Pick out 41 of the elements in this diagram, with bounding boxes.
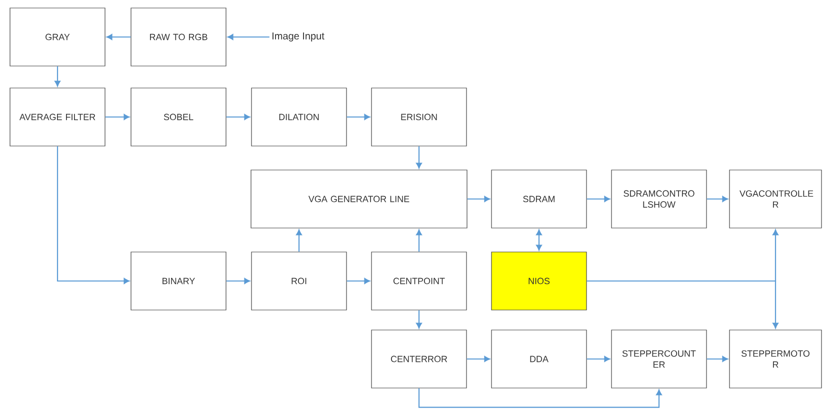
process-box: SDRAMCONTRO LSHOW [611,170,707,228]
process-box: RAW TO RGB [130,8,226,66]
process-box: VGACONTROLLE R [729,170,822,228]
arrow [418,388,662,408]
arrow [106,34,131,40]
arrow [706,196,728,202]
arrow [586,196,610,202]
process-box: DDA [491,330,587,388]
arrow [536,229,542,250]
process-box: ROI [251,252,347,310]
arrow [586,356,610,362]
process-box: GRAY [10,8,106,66]
input-label: Image Input [272,32,324,42]
arrow [346,114,370,120]
process-box: STEPPERMOTO R [729,330,822,388]
arrow [105,114,130,120]
arrow [296,229,302,252]
process-box: DILATION [251,88,347,146]
process-box: AVERAGE FILTER [10,88,106,146]
process-box: VGA GENERATOR LINE [250,170,468,228]
process-box: SDRAM [491,170,587,228]
process-box: BINARY [130,252,226,310]
process-box: CENTPOINT [371,252,467,310]
arrow [54,66,60,86]
process-box: SOBEL [130,88,226,146]
arrow [586,280,778,328]
process-box: NIOS [491,252,587,310]
arrow [416,310,422,328]
arrow [56,146,130,284]
arrow [706,356,728,362]
arrow [416,229,422,252]
arrow [228,34,270,40]
process-box: CENTERROR [371,330,467,388]
process-box: STEPPERCOUNT ER [611,330,707,388]
arrow [346,278,370,284]
arrow [226,114,250,120]
arrow [466,356,490,362]
process-box: ERISION [371,88,467,146]
arrow [226,278,250,284]
arrow [467,196,490,202]
arrow [416,146,422,168]
